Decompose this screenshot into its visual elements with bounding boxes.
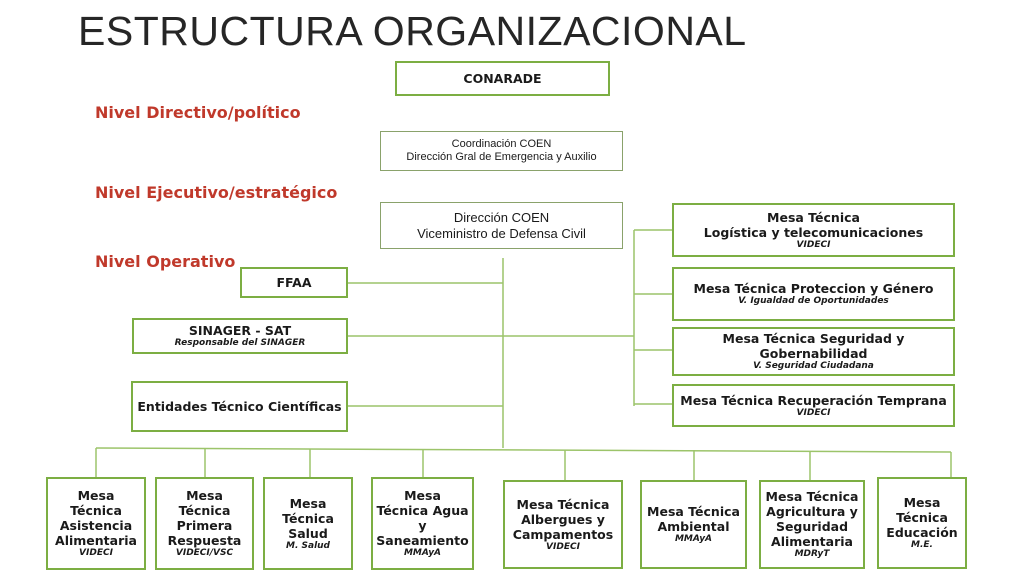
mesa-agua-box: Mesa Técnica Agua y Saneamiento MMAyA xyxy=(371,477,474,570)
mesa-albergues-sub: VIDECI xyxy=(546,541,580,552)
mesa-seguridad-box: Mesa Técnica Seguridad y Gobernabilidad … xyxy=(672,327,955,376)
mesa-albergues-line: Campamentos xyxy=(512,526,614,542)
mesa-agricultura-line: Seguridad xyxy=(775,519,849,535)
mesa-ambiental-line: Mesa Técnica xyxy=(647,504,740,520)
ffaa-box: FFAA xyxy=(240,267,348,298)
direccion-line1: Dirección COEN xyxy=(453,209,550,225)
mesa-salud-sub: M. Salud xyxy=(286,540,330,551)
sinager-label: SINAGER - SAT xyxy=(188,323,292,339)
direccion-coen-box: Dirección COEN Viceministro de Defensa C… xyxy=(380,202,623,249)
mesa-seguridad-sub: V. Seguridad Ciudadana xyxy=(753,361,874,372)
conarade-box: CONARADE xyxy=(395,61,610,96)
coordinacion-line1: Coordinación COEN xyxy=(451,137,552,150)
mesa-logistica-sub: VIDECI xyxy=(796,239,831,250)
mesa-ambiental-line: Ambiental xyxy=(657,519,730,535)
mesa-primera-respuesta-box: Mesa Técnica Primera Respuesta VIDECI/VS… xyxy=(155,477,254,570)
mesa-albergues-line: Albergues y xyxy=(521,511,605,527)
coordinacion-line2: Dirección Gral de Emergencia y Auxilio xyxy=(406,151,597,163)
mesa-primera-respuesta-sub: VIDECI/VSC xyxy=(175,548,234,559)
mesa-agricultura-box: Mesa Técnica Agricultura y Seguridad Ali… xyxy=(759,480,865,569)
mesa-educacion-box: Mesa Técnica Educación M.E. xyxy=(877,477,967,569)
mesa-recuperacion-box: Mesa Técnica Recuperación Temprana VIDEC… xyxy=(672,384,955,427)
mesa-salud-line: Salud xyxy=(288,525,328,541)
coordinacion-coen-box: Coordinación COEN Dirección Gral de Emer… xyxy=(380,131,623,171)
mesa-proteccion-line1: Mesa Técnica Proteccion y Género xyxy=(693,281,934,297)
mesa-albergues-box: Mesa Técnica Albergues y Campamentos VID… xyxy=(503,480,623,569)
level-ejecutivo-label: Nivel Ejecutivo/estratégico xyxy=(95,183,338,202)
ffaa-label: FFAA xyxy=(276,275,312,290)
mesa-asistencia-box: Mesa Técnica Asistencia Alimentaria VIDE… xyxy=(46,477,146,570)
mesa-primera-respuesta-line: Técnica xyxy=(178,503,231,519)
mesa-agua-line: y xyxy=(418,518,427,534)
mesa-primera-respuesta-line: Primera xyxy=(176,518,233,534)
mesa-proteccion-sub: V. Igualdad de Oportunidades xyxy=(738,296,889,307)
page-title: ESTRUCTURA ORGANIZACIONAL xyxy=(78,8,747,54)
mesa-agricultura-line: Alimentaria xyxy=(771,534,853,550)
mesa-salud-line: Técnica xyxy=(282,510,334,526)
entidades-label: Entidades Técnico Científicas xyxy=(137,399,342,414)
mesa-logistica-line2: Logística y telecomunicaciones xyxy=(703,224,924,240)
mesa-agricultura-line: Agricultura y xyxy=(766,504,858,520)
mesa-logistica-box: Mesa Técnica Logística y telecomunicacio… xyxy=(672,203,955,257)
mesa-seguridad-line1: Mesa Técnica Seguridad y xyxy=(722,331,905,347)
mesa-agua-sub: MMAyA xyxy=(403,548,442,559)
mesa-educacion-sub: M.E. xyxy=(911,540,933,551)
entidades-box: Entidades Técnico Científicas xyxy=(131,381,348,432)
mesa-logistica-line1: Mesa Técnica xyxy=(767,209,860,225)
mesa-asistencia-sub: VIDECI xyxy=(79,548,113,559)
direccion-line2: Viceministro de Defensa Civil xyxy=(417,225,586,241)
mesa-agricultura-line: Mesa Técnica xyxy=(765,489,859,505)
mesa-salud-line: Mesa xyxy=(289,495,327,511)
mesa-agua-line: Técnica Agua xyxy=(376,503,469,519)
mesa-recuperacion-sub: VIDECI xyxy=(796,407,831,418)
mesa-asistencia-line: Alimentaria xyxy=(55,533,137,549)
mesa-asistencia-line: Técnica xyxy=(70,503,122,519)
level-directivo-label: Nivel Directivo/político xyxy=(95,103,301,122)
mesa-asistencia-line: Mesa xyxy=(77,488,115,504)
conarade-label: CONARADE xyxy=(463,71,542,86)
mesa-proteccion-box: Mesa Técnica Proteccion y Género V. Igua… xyxy=(672,267,955,321)
mesa-albergues-line: Mesa Técnica xyxy=(516,496,610,512)
mesa-salud-box: Mesa Técnica Salud M. Salud xyxy=(263,477,353,570)
mesa-agricultura-sub: MDRyT xyxy=(794,549,830,560)
sinager-box: SINAGER - SAT Responsable del SINAGER xyxy=(132,318,348,354)
mesa-primera-respuesta-line: Respuesta xyxy=(167,533,242,549)
mesa-seguridad-line2: Gobernabilidad xyxy=(759,346,868,362)
mesa-ambiental-sub: MMAyA xyxy=(674,534,713,545)
mesa-asistencia-line: Asistencia xyxy=(59,518,133,534)
sinager-sub: Responsable del SINAGER xyxy=(174,338,306,349)
mesa-ambiental-box: Mesa Técnica Ambiental MMAyA xyxy=(640,480,747,569)
mesa-agua-line: Mesa xyxy=(404,488,441,504)
mesa-primera-respuesta-line: Mesa xyxy=(186,488,223,504)
mesa-educacion-line: Educación xyxy=(886,525,958,541)
mesa-educacion-line: Técnica xyxy=(896,510,948,526)
mesa-agua-line: Saneamiento xyxy=(376,533,469,549)
mesa-recuperacion-line1: Mesa Técnica Recuperación Temprana xyxy=(680,392,947,408)
mesa-educacion-line: Mesa xyxy=(903,495,941,511)
level-operativo-label: Nivel Operativo xyxy=(95,252,236,271)
